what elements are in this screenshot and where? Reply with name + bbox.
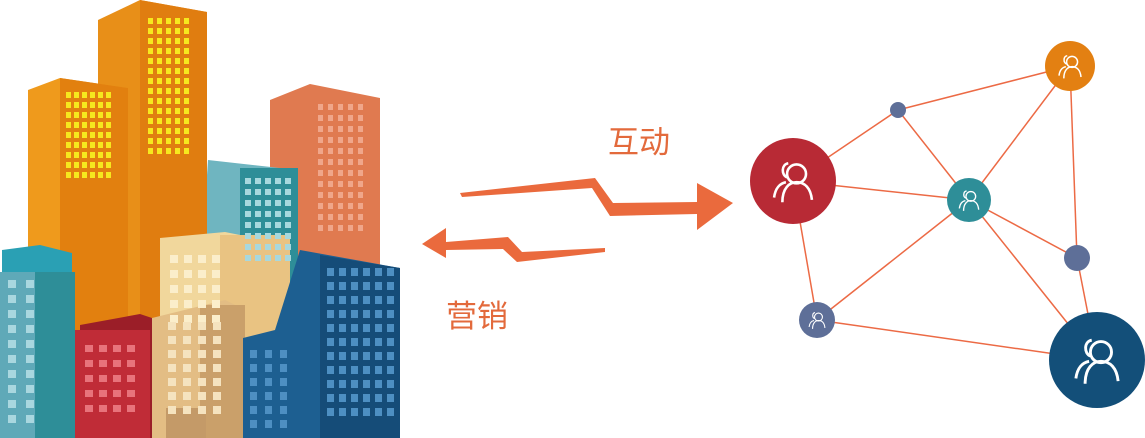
network-node [1045, 41, 1095, 91]
network-node [1064, 245, 1090, 271]
network-nodes [750, 41, 1145, 408]
marketing-label: 营销 [446, 299, 508, 335]
users-icon [958, 190, 980, 211]
arrow-left-icon [422, 228, 605, 262]
network-edge [897, 65, 1071, 111]
users-icon [808, 312, 826, 329]
network-edges [792, 65, 1098, 361]
users-icon [1074, 338, 1120, 384]
building-windows [8, 18, 394, 428]
network-node [890, 102, 906, 118]
arrow-right-icon [460, 178, 733, 230]
users-icon [772, 161, 814, 203]
network-edge [816, 199, 970, 321]
network-node [1049, 312, 1145, 408]
network-node [750, 138, 836, 224]
interaction-label: 互动 [608, 125, 670, 161]
network-node [947, 178, 991, 222]
users-icon [1058, 54, 1082, 79]
network-node [799, 302, 835, 338]
network-edge [1069, 65, 1078, 259]
network-edge [968, 65, 1071, 201]
